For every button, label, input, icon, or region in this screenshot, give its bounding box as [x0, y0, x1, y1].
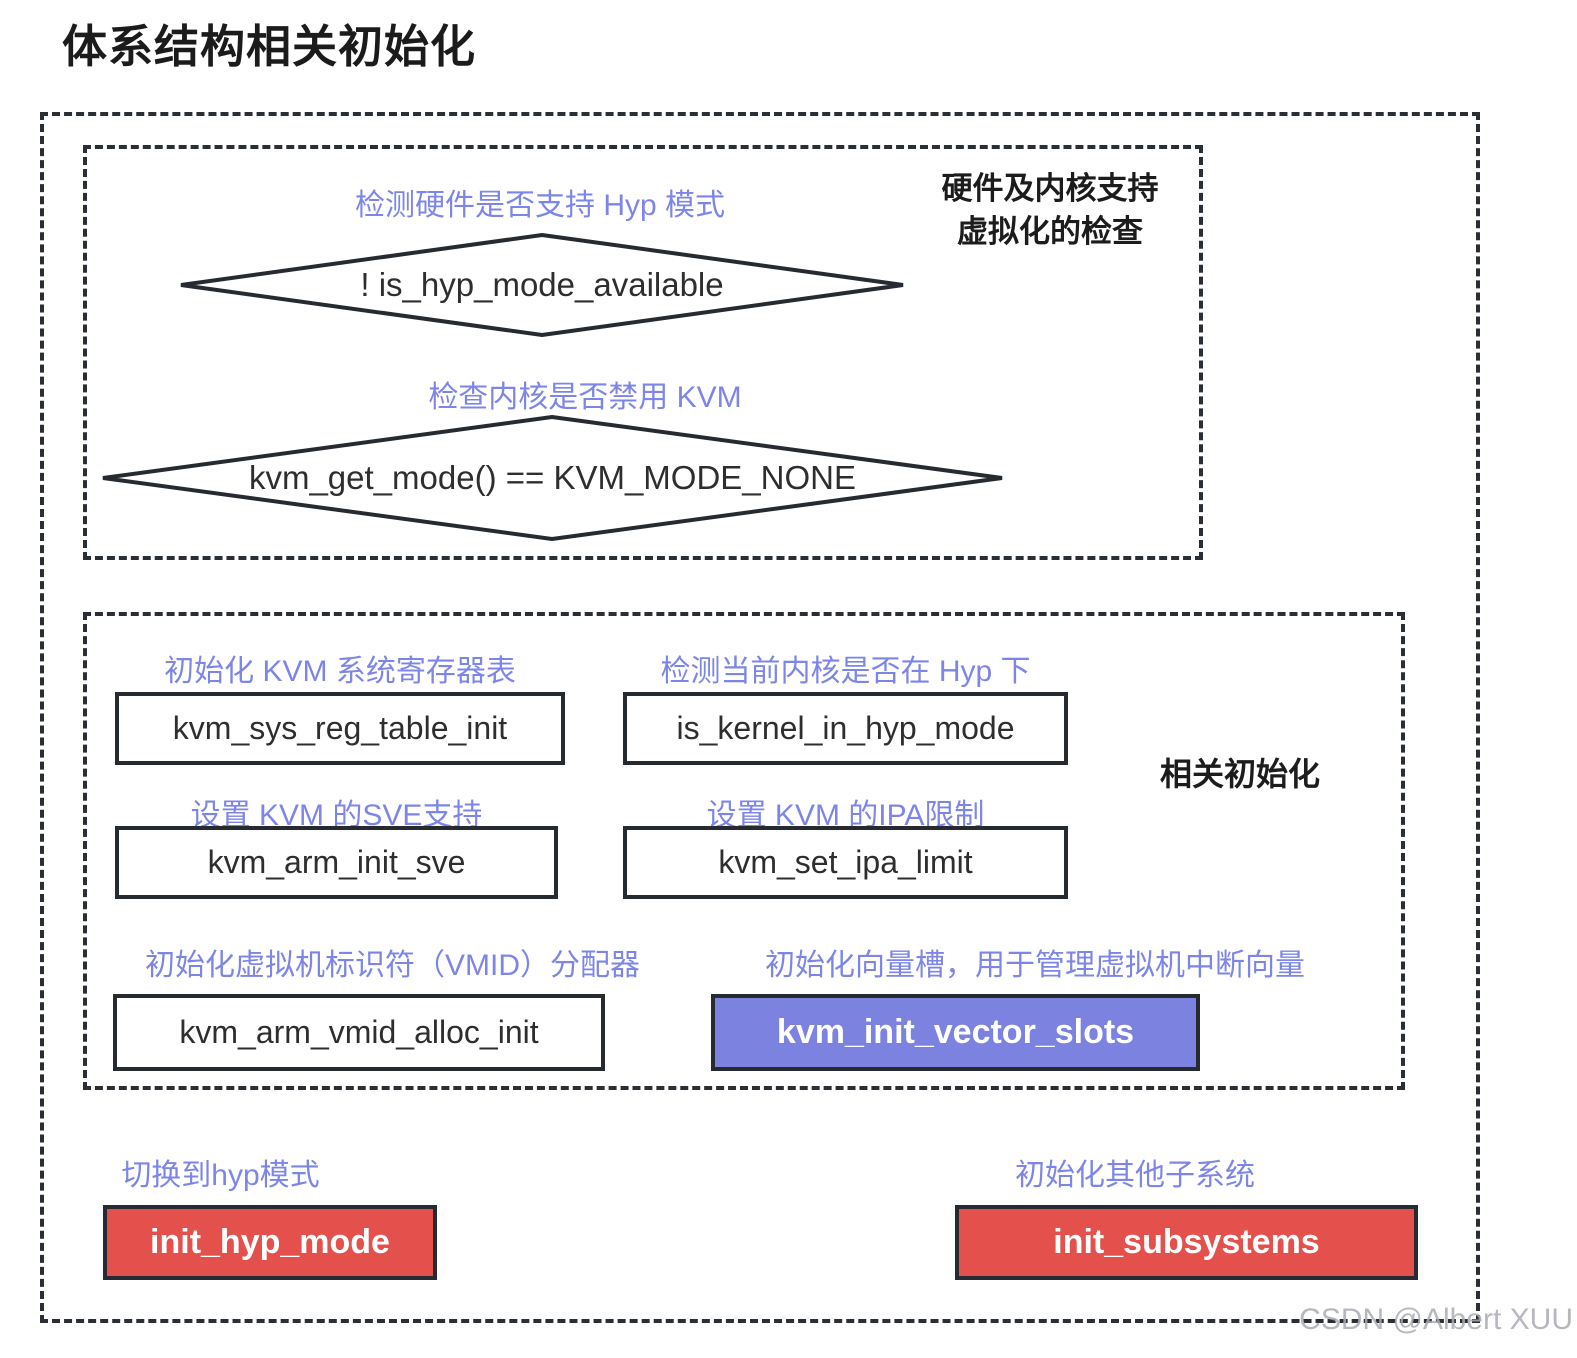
hyp-mode-switch-caption: 切换到hyp模式: [121, 1159, 320, 1192]
check-section-frame: [83, 145, 1203, 560]
func-box-kvm-arm-vmid-alloc-init: kvm_arm_vmid_alloc_init: [113, 994, 605, 1071]
func-box-kvm-arm-init-sve: kvm_arm_init_sve: [115, 826, 558, 899]
hyp-mode-check-caption: 检测硬件是否支持 Hyp 模式: [354, 189, 726, 222]
func-box-init-subsystems: init_subsystems: [955, 1205, 1418, 1280]
check-section-label-line1: 硬件及内核支持: [941, 171, 1159, 206]
kernel-in-hyp-caption: 检测当前内核是否在 Hyp 下: [660, 655, 1031, 688]
func-box-is-kernel-in-hyp-mode: is_kernel_in_hyp_mode: [623, 692, 1068, 765]
vector-slots-caption: 初始化向量槽，用于管理虚拟机中断向量: [765, 949, 1305, 982]
page-title: 体系结构相关初始化: [62, 21, 477, 72]
func-box-kvm-set-ipa-limit: kvm_set_ipa_limit: [623, 826, 1068, 899]
sys-reg-table-caption: 初始化 KVM 系统寄存器表: [164, 655, 516, 688]
hyp-mode-check-condition: ! is_hyp_mode_available: [360, 266, 724, 303]
func-box-kvm-sys-reg-table-init: kvm_sys_reg_table_init: [115, 692, 565, 765]
func-box-kvm-init-vector-slots: kvm_init_vector_slots: [711, 994, 1200, 1071]
diamond-shape: [180, 233, 904, 337]
diamond-shape: [102, 415, 1003, 541]
outer-dashed-frame: [40, 112, 1480, 1323]
kvm-disabled-check-condition: kvm_get_mode() == KVM_MODE_NONE: [248, 459, 857, 496]
vmid-alloc-caption: 初始化虚拟机标识符（VMID）分配器: [145, 949, 640, 982]
kvm-disabled-check-diamond: kvm_get_mode() == KVM_MODE_NONE: [100, 415, 1005, 541]
init-section-frame: [83, 612, 1405, 1090]
subsystems-init-caption: 初始化其他子系统: [1015, 1159, 1255, 1192]
func-box-init-hyp-mode: init_hyp_mode: [103, 1205, 437, 1280]
init-section-label: 相关初始化: [1159, 756, 1320, 792]
check-section-label-line2: 虚拟化的检查: [957, 213, 1143, 249]
check-section-label: 硬件及内核支持 虚拟化的检查: [905, 168, 1195, 254]
csdn-watermark: CSDN @Albert XUU: [1299, 1303, 1573, 1336]
hyp-mode-check-diamond: ! is_hyp_mode_available: [178, 233, 906, 337]
kvm-disabled-check-caption: 检查内核是否禁用 KVM: [428, 381, 742, 414]
